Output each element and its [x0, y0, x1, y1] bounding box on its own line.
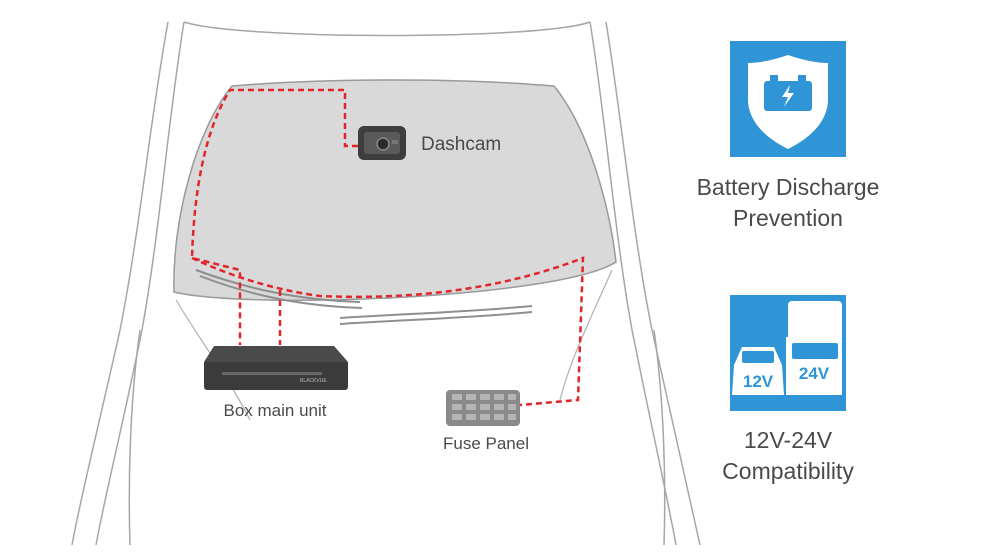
box-main-unit-label: Box main unit	[223, 401, 327, 420]
windshield	[173, 79, 617, 302]
box-main-unit-device: BLACKVUE	[204, 346, 348, 390]
battery-feature-line1: Battery Discharge	[696, 174, 880, 200]
voltage-feature-line2: Compatibility	[722, 458, 854, 484]
vehicles-12v-24v-icon: 12V 24V	[730, 295, 846, 411]
wiper-blades	[195, 269, 533, 325]
battery-shield-icon	[730, 41, 846, 157]
voltage-feature-line1: 12V-24V	[743, 427, 833, 453]
power-wiring	[190, 88, 585, 407]
battery-feature-line2: Prevention	[733, 205, 843, 231]
badge-12v: 12V	[743, 372, 774, 391]
box-unit-brand: BLACKVUE	[300, 378, 327, 384]
battery-feature-caption: Battery Discharge Prevention	[658, 172, 918, 234]
dashcam-label: Dashcam	[421, 134, 502, 155]
voltage-feature-caption: 12V-24V Compatibility	[658, 425, 918, 487]
car-body-outline	[71, 21, 701, 546]
dashcam-device	[358, 126, 406, 160]
fuse-panel-label: Fuse Panel	[443, 434, 529, 453]
badge-24v: 24V	[799, 364, 830, 383]
fuse-panel-device	[446, 390, 520, 426]
